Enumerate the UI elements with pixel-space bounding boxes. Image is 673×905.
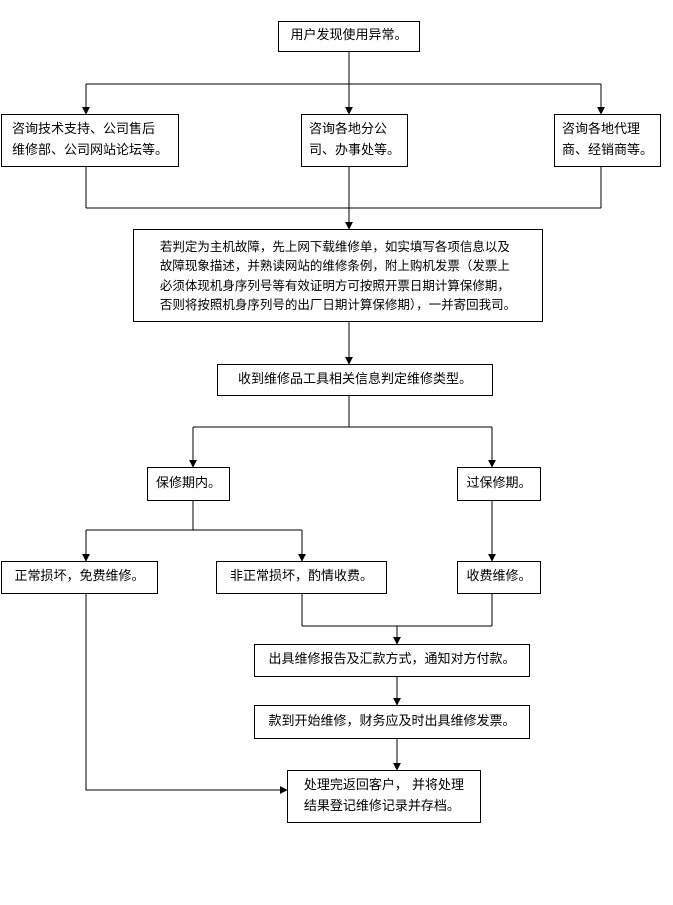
node-receive-label: 收到维修品工具相关信息判定维修类型。 <box>237 371 472 387</box>
node-consult-support: 咨询技术支持、公司售后 维修部、公司网站论坛等。 <box>1 114 179 167</box>
node-paid-repair: 收费维修。 <box>457 561 541 594</box>
node-out-warranty-label: 过保修期。 <box>466 475 532 491</box>
node-abnormal-damage-label: 非正常损坏，酌情收费。 <box>229 569 373 585</box>
node-consult-branch-label: 咨询各地分公 司、办事处等。 <box>308 122 400 158</box>
node-issue-report-label: 出具维修报告及汇款方式，通知对方付款。 <box>268 652 516 668</box>
node-finish: 处理完返回客户， 并将处理 结果登记维修记录并存档。 <box>287 770 481 823</box>
node-issue-report: 出具维修报告及汇款方式，通知对方付款。 <box>254 644 530 677</box>
node-in-warranty: 保修期内。 <box>147 467 230 501</box>
node-start-label: 用户发现使用异常。 <box>290 28 408 44</box>
node-normal-damage-label: 正常损坏，免费维修。 <box>14 569 145 585</box>
node-consult-branch: 咨询各地分公 司、办事处等。 <box>301 114 408 167</box>
node-start: 用户发现使用异常。 <box>278 21 420 52</box>
node-download-form-label: 若判定为主机故障，先上网下载维修单，如实填写各项信息以及 故障现象描述，并熟读网… <box>159 238 517 312</box>
node-consult-agent: 咨询各地代理 商、经销商等。 <box>554 114 661 167</box>
node-paid-repair-label: 收费维修。 <box>466 569 532 585</box>
node-consult-support-label: 咨询技术支持、公司售后 维修部、公司网站论坛等。 <box>11 122 168 158</box>
arrow-normal-to-finish <box>85 594 288 794</box>
node-receive: 收到维修品工具相关信息判定维修类型。 <box>217 364 493 396</box>
node-in-warranty-label: 保修期内。 <box>155 475 221 491</box>
node-start-repair-label: 款到开始维修，财务应及时出具维修发票。 <box>268 713 516 729</box>
node-download-form: 若判定为主机故障，先上网下载维修单，如实填写各项信息以及 故障现象描述，并熟读网… <box>133 229 543 322</box>
node-finish-label: 处理完返回客户， 并将处理 结果登记维修记录并存档。 <box>303 778 465 814</box>
node-normal-damage: 正常损坏，免费维修。 <box>1 561 158 594</box>
node-consult-agent-label: 咨询各地代理 商、经销商等。 <box>561 122 653 158</box>
node-out-warranty: 过保修期。 <box>457 467 541 501</box>
node-start-repair: 款到开始维修，财务应及时出具维修发票。 <box>254 705 530 739</box>
node-abnormal-damage: 非正常损坏，酌情收费。 <box>216 561 387 594</box>
